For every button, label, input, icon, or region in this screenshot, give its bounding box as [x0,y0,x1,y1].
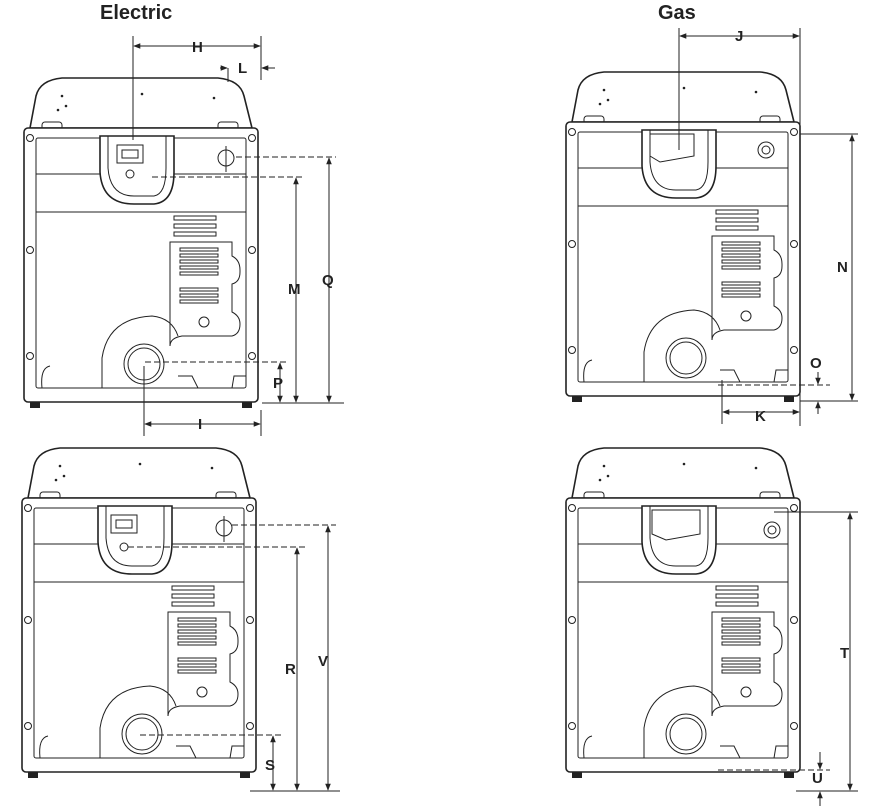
label-J: J [735,28,743,45]
label-P: P [273,375,283,392]
gas-top-dimensions: J N O K [678,28,858,426]
label-L: L [238,60,247,77]
label-N: N [837,259,848,276]
label-U: U [812,770,823,787]
electric-dryer-top [23,77,259,409]
label-M: M [288,281,301,298]
label-Q: Q [322,272,334,289]
heading-gas: Gas [658,2,696,24]
label-K: K [755,408,766,425]
label-O: O [810,355,822,372]
electric-top-dimensions: H L M Q P I [132,36,344,436]
gas-bottom-dimensions: T U [718,511,858,806]
heading-electric: Electric [100,2,173,24]
electric-bottom-dimensions: R V S [128,524,340,792]
label-V: V [318,653,328,670]
label-R: R [285,661,296,678]
electric-dryer-bottom [21,447,257,779]
label-H: H [192,39,203,56]
label-I: I [198,416,202,433]
label-T: T [840,645,849,662]
gas-dryer-bottom [565,447,801,779]
gas-dryer-top [565,71,801,403]
label-S: S [265,757,275,774]
